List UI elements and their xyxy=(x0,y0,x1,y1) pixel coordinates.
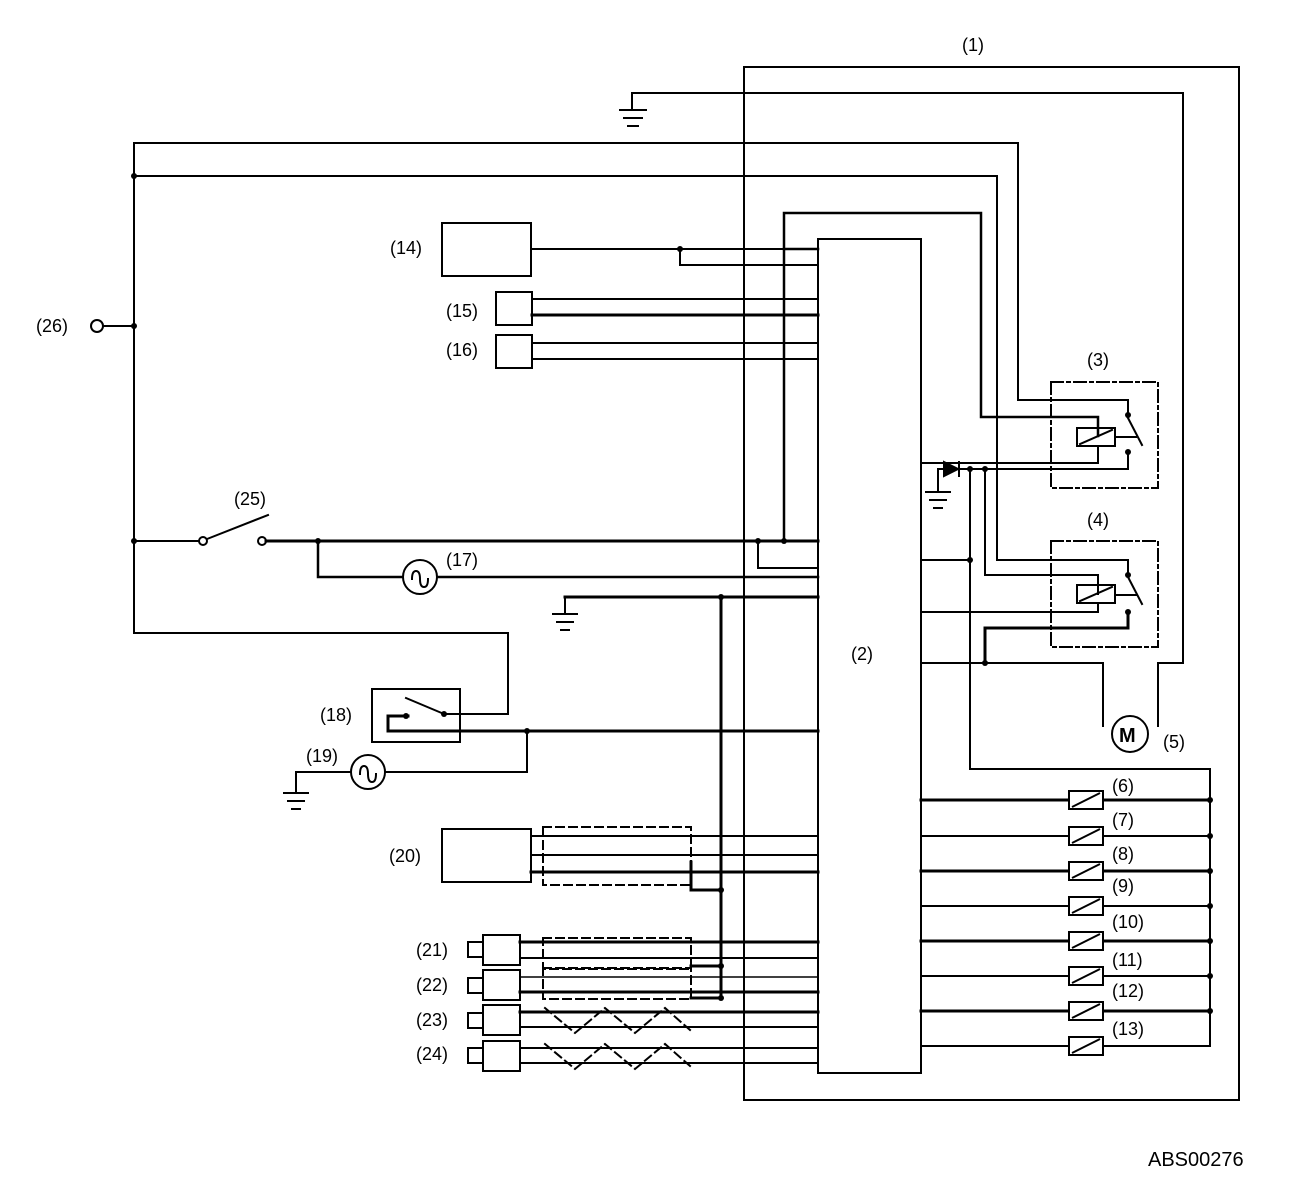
label-1: (1) xyxy=(962,35,984,55)
label-24: (24) xyxy=(416,1044,448,1064)
ground-module xyxy=(552,596,578,631)
label-21: (21) xyxy=(416,940,448,960)
ignition-switch xyxy=(133,513,270,546)
valve-relay xyxy=(1050,381,1159,489)
solenoid-valves xyxy=(919,798,1212,1047)
label-4: (4) xyxy=(1087,510,1109,530)
shield-20 xyxy=(542,826,692,886)
stop-light-switch xyxy=(371,688,461,743)
sensor-23 xyxy=(467,1004,820,1036)
warning-lamp-17 xyxy=(402,559,438,595)
hydraulic-unit-box xyxy=(743,66,1240,1101)
ground-diode xyxy=(925,491,951,509)
label-26: (26) xyxy=(36,316,68,336)
label-23: (23) xyxy=(416,1010,448,1030)
wire-trunk-2 xyxy=(133,175,1129,576)
sensor-21 xyxy=(467,934,820,966)
wire-relay-3-coil xyxy=(782,211,1100,543)
label-22: (22) xyxy=(416,975,448,995)
label-8: (8) xyxy=(1112,844,1134,864)
label-5: (5) xyxy=(1163,732,1185,752)
pump-motor xyxy=(1111,715,1149,753)
ground-top xyxy=(619,92,647,127)
label-18: (18) xyxy=(320,705,352,725)
component-20 xyxy=(441,828,532,883)
component-16 xyxy=(495,334,533,369)
label-19: (19) xyxy=(306,746,338,766)
label-12: (12) xyxy=(1112,981,1144,1001)
label-17: (17) xyxy=(446,550,478,570)
label-9: (9) xyxy=(1112,876,1134,896)
motor-symbol: M xyxy=(1119,725,1136,747)
control-module xyxy=(817,238,922,1074)
label-25: (25) xyxy=(234,489,266,509)
label-2: (2) xyxy=(851,644,873,664)
junction-dots xyxy=(131,173,1213,1014)
label-20: (20) xyxy=(389,846,421,866)
wire-ground-motor xyxy=(631,92,1184,727)
motor-relay xyxy=(1050,540,1159,648)
label-10: (10) xyxy=(1112,912,1144,932)
label-3: (3) xyxy=(1087,350,1109,370)
label-15: (15) xyxy=(446,301,478,321)
battery-terminal xyxy=(90,319,104,333)
component-15 xyxy=(495,291,533,326)
label-11: (11) xyxy=(1112,950,1143,970)
shield-22 xyxy=(542,967,692,1000)
diode xyxy=(943,460,961,478)
label-16: (16) xyxy=(446,340,478,360)
wire-warning-17 xyxy=(316,539,404,579)
ground-19 xyxy=(283,792,309,810)
label-6: (6) xyxy=(1112,776,1134,796)
stop-lamp-19 xyxy=(350,754,386,790)
sensor-24 xyxy=(467,1040,819,1072)
label-7: (7) xyxy=(1112,810,1134,830)
label-13: (13) xyxy=(1112,1019,1144,1039)
diagram-code: ABS00276 xyxy=(1148,1149,1244,1171)
wire-trunk-top xyxy=(133,142,1129,416)
sensor-22 xyxy=(467,969,820,1001)
label-14: (14) xyxy=(390,238,422,258)
wire-to-switch-18 xyxy=(133,632,509,715)
component-14 xyxy=(441,222,532,277)
